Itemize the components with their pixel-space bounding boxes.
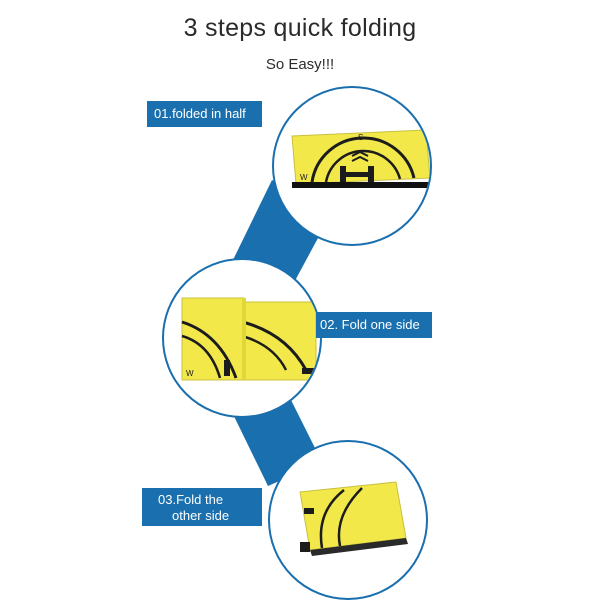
- svg-text:W: W: [300, 173, 308, 182]
- step-1-image: S W: [272, 86, 432, 246]
- svg-text:W: W: [186, 369, 194, 378]
- page-title: 3 steps quick folding: [183, 14, 417, 42]
- svg-text:S: S: [358, 133, 363, 142]
- page-subtitle: So Easy!!!: [265, 56, 335, 73]
- step-1-label: 01.folded in half: [147, 101, 262, 127]
- step-2-image: W: [162, 258, 322, 418]
- step-3-label: 03.Fold the other side: [142, 488, 262, 526]
- step-2-label: 02. Fold one side: [316, 312, 432, 338]
- step-3-image: [268, 440, 428, 600]
